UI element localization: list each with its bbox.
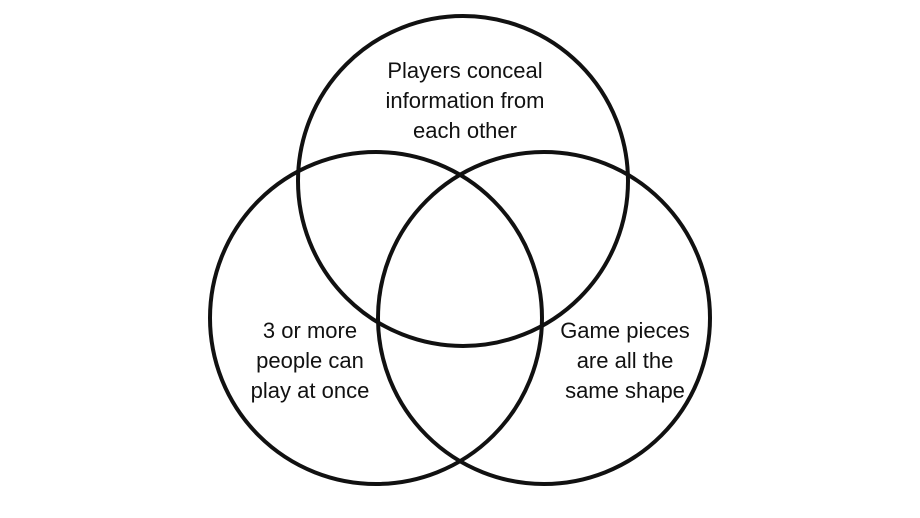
label-line: Players conceal [387,58,543,83]
label-line: play at once [250,378,370,403]
label-three-or-more-players: 3 or more people can play at once [205,316,415,406]
circle-same-shape-pieces [376,150,712,486]
label-concealed-information: Players conceal information from each ot… [345,56,585,146]
label-line: Game pieces [560,318,690,343]
label-line: each other [413,118,517,143]
label-line: information from [385,88,545,113]
circle-concealed-information [296,14,630,348]
label-line: same shape [565,378,685,403]
label-same-shape-pieces: Game pieces are all the same shape [520,316,730,406]
label-line: people can [256,348,364,373]
label-line: 3 or more [262,318,358,343]
circle-three-or-more-players [208,150,544,486]
label-line: are all the [576,348,674,373]
